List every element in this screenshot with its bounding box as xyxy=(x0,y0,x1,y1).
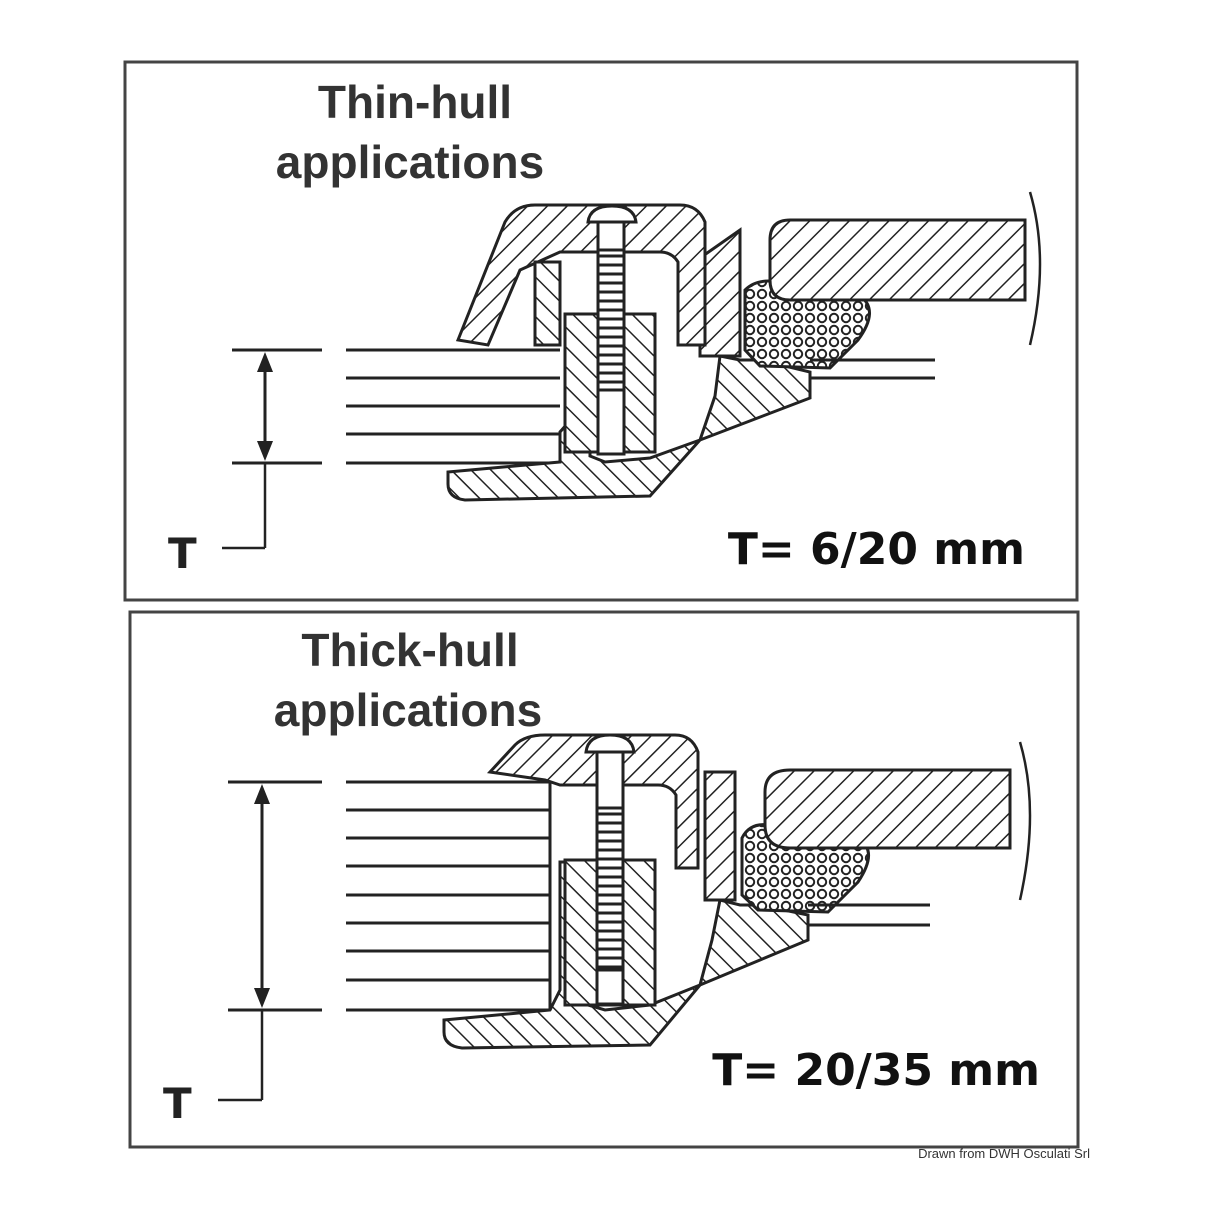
thickness-dimension-arrow xyxy=(222,352,273,550)
panel-title-line1: Thick-hull xyxy=(301,624,518,676)
thickness-symbol: T xyxy=(168,529,197,578)
trim-ring xyxy=(455,203,707,347)
clamp-lip xyxy=(533,260,562,347)
panel-title-line2: applications xyxy=(276,136,544,188)
thickness-dimension-arrow xyxy=(218,784,270,1102)
panel-title-line2: applications xyxy=(274,684,542,736)
fixing-screw xyxy=(584,733,636,1006)
fixing-screw xyxy=(586,204,638,456)
panel-title-line1: Thin-hull xyxy=(318,76,512,128)
clamp-frame xyxy=(446,354,812,502)
break-line xyxy=(1018,741,1032,901)
glass-pane xyxy=(763,768,1012,850)
glass-pane xyxy=(768,218,1027,302)
thickness-range: T= 6/20 mm xyxy=(728,524,1025,575)
hull-laminate xyxy=(228,780,552,1012)
thick-hull-panel: Thick-hull applications T xyxy=(128,610,1080,1149)
panel-border xyxy=(123,60,1079,602)
thickness-symbol: T xyxy=(163,1079,192,1128)
thin-hull-panel: Thin-hull applications T xyxy=(123,60,1079,602)
credit-line: Drawn from DWH Osculati Srl xyxy=(918,1146,1090,1161)
hull-laminate xyxy=(232,348,560,465)
thickness-range: T= 20/35 mm xyxy=(712,1045,1040,1096)
panel-border xyxy=(128,610,1080,1149)
frame-flange xyxy=(703,770,737,902)
break-line xyxy=(1028,191,1042,346)
trim-ring xyxy=(486,733,700,870)
